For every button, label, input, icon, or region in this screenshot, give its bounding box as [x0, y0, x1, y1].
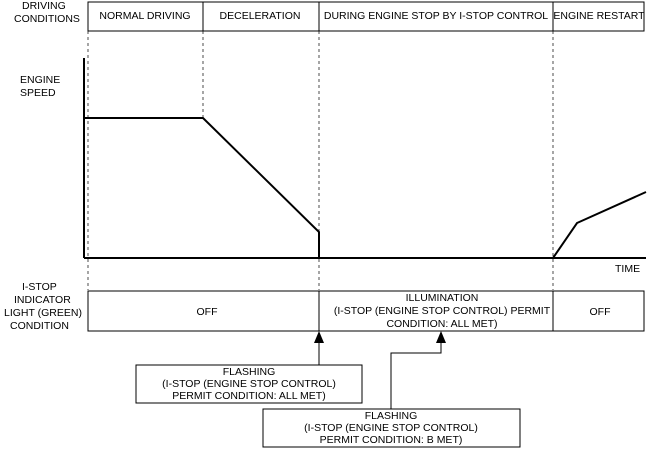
phase-engine-restart: ENGINE RESTART — [553, 10, 645, 22]
phase-normal-driving: NORMAL DRIVING — [99, 10, 190, 22]
callout-all-met-line2: (I-STOP (ENGINE STOP CONTROL) — [162, 378, 336, 390]
phase-guide-lines — [87, 31, 554, 290]
phase-engine-stop: DURING ENGINE STOP BY I-STOP CONTROL — [324, 10, 548, 22]
istop-label-line3: LIGHT (GREEN) — [4, 307, 82, 319]
callout-b-met-line1: FLASHING — [365, 410, 418, 422]
engine-speed-curve-restart — [552, 191, 647, 259]
callout-all-met-line1: FLASHING — [223, 366, 276, 378]
callout-arrow-b-met-shaft — [390, 342, 442, 409]
phase-header-box — [87, 1, 645, 32]
arrowhead-up-icon — [314, 331, 324, 343]
engine-speed-curve-stop — [84, 117, 320, 258]
istop-label-line4: CONDITION — [10, 320, 69, 332]
arrowhead-up-icon — [436, 331, 446, 343]
indicator-illumination-line2: (I-STOP (ENGINE STOP CONTROL) PERMIT — [334, 305, 551, 317]
callout-arrow-b-met — [390, 331, 446, 409]
phase-deceleration: DECELERATION — [220, 10, 301, 22]
callout-box-flashing-b-met — [262, 408, 521, 448]
engine-speed-label-line2: SPEED — [20, 87, 56, 99]
indicator-illumination-line1: ILLUMINATION — [406, 292, 479, 304]
callout-arrow-all-met — [314, 331, 324, 365]
callout-all-met-line3: PERMIT CONDITION: ALL MET) — [172, 390, 325, 402]
indicator-state-box — [87, 290, 645, 332]
callout-b-met-line2: (I-STOP (ENGINE STOP CONTROL) — [304, 422, 478, 434]
indicator-off-left: OFF — [197, 306, 218, 318]
istop-label-line2: INDICATOR — [14, 294, 71, 306]
indicator-off-right: OFF — [590, 306, 611, 318]
time-axis-label: TIME — [615, 263, 640, 275]
driving-conditions-label-line2: CONDITIONS — [14, 13, 80, 25]
engine-speed-label-line1: ENGINE — [20, 74, 60, 86]
indicator-illumination-line3: CONDITION: ALL MET) — [386, 318, 497, 330]
callout-b-met-line3: PERMIT CONDITION: B MET) — [320, 434, 463, 446]
istop-label-line1: I-STOP — [22, 281, 57, 293]
driving-conditions-label-line1: DRIVING — [22, 0, 66, 12]
callout-box-flashing-all-met — [135, 364, 363, 404]
